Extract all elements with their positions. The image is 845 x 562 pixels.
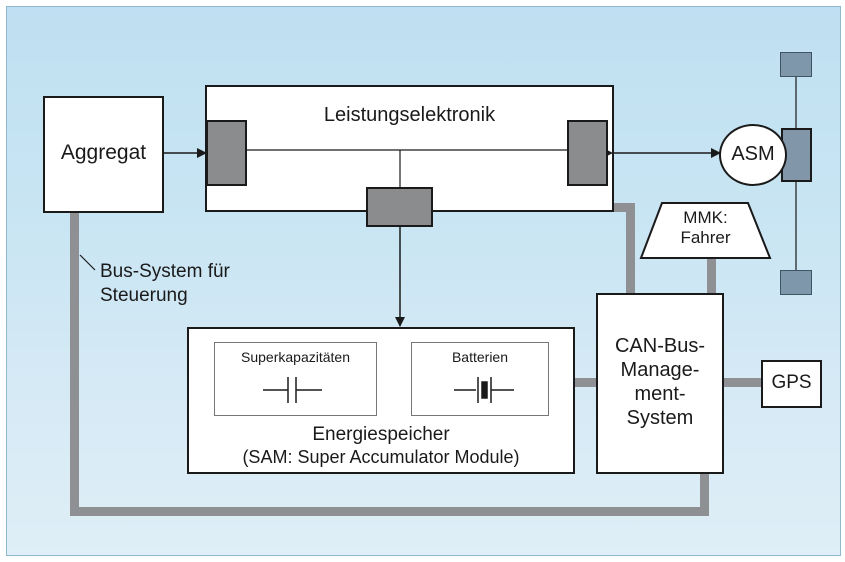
can-bus-label-line3: ment- — [634, 383, 686, 405]
bus-line-bottom — [70, 507, 709, 516]
le-terminal-right — [567, 120, 608, 186]
mmk-label-line1: MMK: — [683, 208, 728, 227]
le-terminal-bottom — [366, 187, 433, 227]
bus-line-left-vertical — [70, 213, 79, 516]
bus-annotation-leader — [79, 254, 96, 271]
mmk-label-line2: Fahrer — [680, 228, 731, 247]
capacitor-icon — [263, 377, 322, 403]
aggregat-label: Aggregat — [60, 141, 147, 164]
asm-motor — [719, 124, 787, 186]
can-bus-label-line2: Manage- — [620, 359, 700, 381]
battery-icon — [454, 377, 514, 403]
wheel-bottom-block — [780, 270, 812, 295]
energiespeicher-subtitle: (SAM: Super Accumulator Module) — [242, 447, 520, 467]
bus-line-le-horizontal — [611, 203, 635, 212]
asm-label: ASM — [731, 143, 775, 165]
leistungselektronik-label: Leistungselektronik — [323, 104, 496, 126]
can-bus-label-line4: System — [626, 407, 694, 429]
aggregat-block — [43, 96, 164, 213]
can-bus-label-line1: CAN-Bus- — [614, 335, 705, 357]
bus-line-can-down — [700, 470, 709, 516]
le-terminal-left — [206, 120, 247, 186]
bus-line-storage-can — [573, 378, 599, 387]
bus-line-le-vertical — [626, 203, 635, 295]
gps-label: GPS — [771, 372, 812, 393]
bus-line-mmk — [707, 255, 716, 295]
bus-line-can-gps — [723, 378, 763, 387]
wheel-top-block — [780, 52, 812, 77]
mmk-block — [639, 202, 772, 259]
batterien-label: Batterien — [451, 349, 509, 365]
gps-block — [761, 360, 822, 408]
energiespeicher-label: Energiespeicher — [312, 424, 450, 445]
bus-annotation-line1: Bus-System für — [100, 261, 230, 282]
bus-annotation-line2: Steuerung — [100, 285, 188, 306]
batterien-block — [411, 342, 549, 416]
superkapazitaeten-label: Superkapazitäten — [241, 349, 350, 365]
can-bus-block — [596, 293, 724, 474]
